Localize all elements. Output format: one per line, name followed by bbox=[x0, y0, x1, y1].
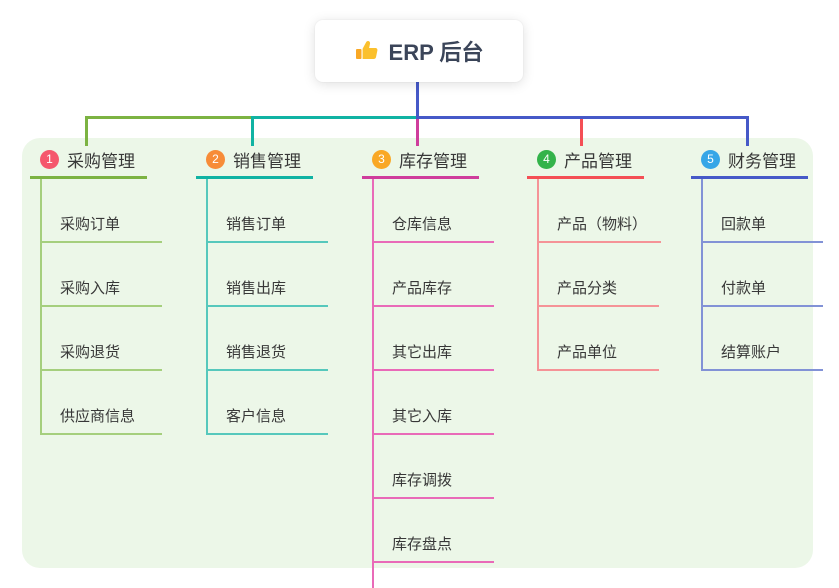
branch-inventory: 3 库存管理 仓库信息 产品库存 其它出库 其它入库 库存调拨 库存盘点 出库库… bbox=[362, 146, 524, 588]
child-item[interactable]: 销售订单 bbox=[208, 179, 328, 243]
branches-background-panel bbox=[22, 138, 813, 568]
connector-drop-product bbox=[580, 119, 583, 146]
branch-title-product[interactable]: 4 产品管理 bbox=[527, 146, 689, 172]
branch-label: 财务管理 bbox=[728, 151, 796, 171]
branch-underline bbox=[362, 176, 479, 179]
branch-children: 采购订单 采购入库 采购退货 供应商信息 bbox=[40, 179, 192, 435]
branch-purchase: 1 采购管理 采购订单 采购入库 采购退货 供应商信息 bbox=[30, 146, 192, 435]
branch-title-finance[interactable]: 5 财务管理 bbox=[691, 146, 839, 172]
branch-children: 仓库信息 产品库存 其它出库 其它入库 库存调拨 库存盘点 出库库明细 bbox=[372, 179, 524, 588]
branch-label: 销售管理 bbox=[233, 151, 301, 171]
connector-horizontal-teal bbox=[251, 116, 417, 119]
child-item[interactable]: 客户信息 bbox=[208, 371, 328, 435]
child-item[interactable]: 其它出库 bbox=[374, 307, 494, 371]
child-item[interactable]: 采购订单 bbox=[42, 179, 162, 243]
branch-children: 产品（物料） 产品分类 产品单位 bbox=[537, 179, 689, 371]
child-item[interactable]: 产品单位 bbox=[539, 307, 659, 371]
branch-title-sales[interactable]: 2 销售管理 bbox=[196, 146, 358, 172]
child-item[interactable]: 仓库信息 bbox=[374, 179, 494, 243]
branch-underline bbox=[527, 176, 644, 179]
child-item[interactable]: 产品（物料） bbox=[539, 179, 662, 243]
child-item[interactable]: 出库库明细 bbox=[374, 563, 494, 588]
child-item[interactable]: 其它入库 bbox=[374, 371, 494, 435]
branch-badge: 3 bbox=[372, 149, 391, 169]
branch-badge: 1 bbox=[40, 149, 59, 169]
branch-children: 销售订单 销售出库 销售退货 客户信息 bbox=[206, 179, 358, 435]
branch-badge: 4 bbox=[537, 149, 556, 169]
branch-product: 4 产品管理 产品（物料） 产品分类 产品单位 bbox=[527, 146, 689, 371]
child-item[interactable]: 产品分类 bbox=[539, 243, 659, 307]
connector-drop-sales bbox=[251, 119, 254, 146]
branch-label: 库存管理 bbox=[399, 151, 467, 171]
connector-drop-finance bbox=[746, 119, 749, 146]
child-item[interactable]: 库存调拨 bbox=[374, 435, 494, 499]
branch-finance: 5 财务管理 回款单 付款单 结算账户 bbox=[691, 146, 839, 371]
branch-label: 采购管理 bbox=[67, 151, 135, 171]
child-item[interactable]: 采购入库 bbox=[42, 243, 162, 307]
child-item[interactable]: 销售出库 bbox=[208, 243, 328, 307]
connector-horizontal-green bbox=[85, 116, 254, 119]
branch-badge: 2 bbox=[206, 149, 225, 169]
root-node[interactable]: ERP 后台 bbox=[315, 20, 523, 82]
branch-badge: 5 bbox=[701, 149, 720, 169]
connector-root-stem bbox=[416, 82, 419, 120]
connector-drop-purchase bbox=[85, 119, 88, 146]
child-item[interactable]: 产品库存 bbox=[374, 243, 494, 307]
child-item[interactable]: 回款单 bbox=[703, 179, 823, 243]
child-item[interactable]: 结算账户 bbox=[703, 307, 823, 371]
root-title: ERP 后台 bbox=[388, 40, 484, 65]
branch-sales: 2 销售管理 销售订单 销售出库 销售退货 客户信息 bbox=[196, 146, 358, 435]
branch-children: 回款单 付款单 结算账户 bbox=[701, 179, 839, 371]
child-item[interactable]: 采购退货 bbox=[42, 307, 162, 371]
child-item[interactable]: 付款单 bbox=[703, 243, 823, 307]
branch-label: 产品管理 bbox=[564, 151, 632, 171]
thumbs-up-icon bbox=[355, 39, 379, 63]
child-item[interactable]: 供应商信息 bbox=[42, 371, 162, 435]
connector-drop-inventory bbox=[416, 119, 419, 146]
branch-underline bbox=[691, 176, 808, 179]
child-item[interactable]: 库存盘点 bbox=[374, 499, 494, 563]
branch-underline bbox=[30, 176, 147, 179]
connector-horizontal-blue bbox=[416, 116, 749, 119]
branch-title-inventory[interactable]: 3 库存管理 bbox=[362, 146, 524, 172]
branch-underline bbox=[196, 176, 313, 179]
child-item[interactable]: 销售退货 bbox=[208, 307, 328, 371]
branch-title-purchase[interactable]: 1 采购管理 bbox=[30, 146, 192, 172]
